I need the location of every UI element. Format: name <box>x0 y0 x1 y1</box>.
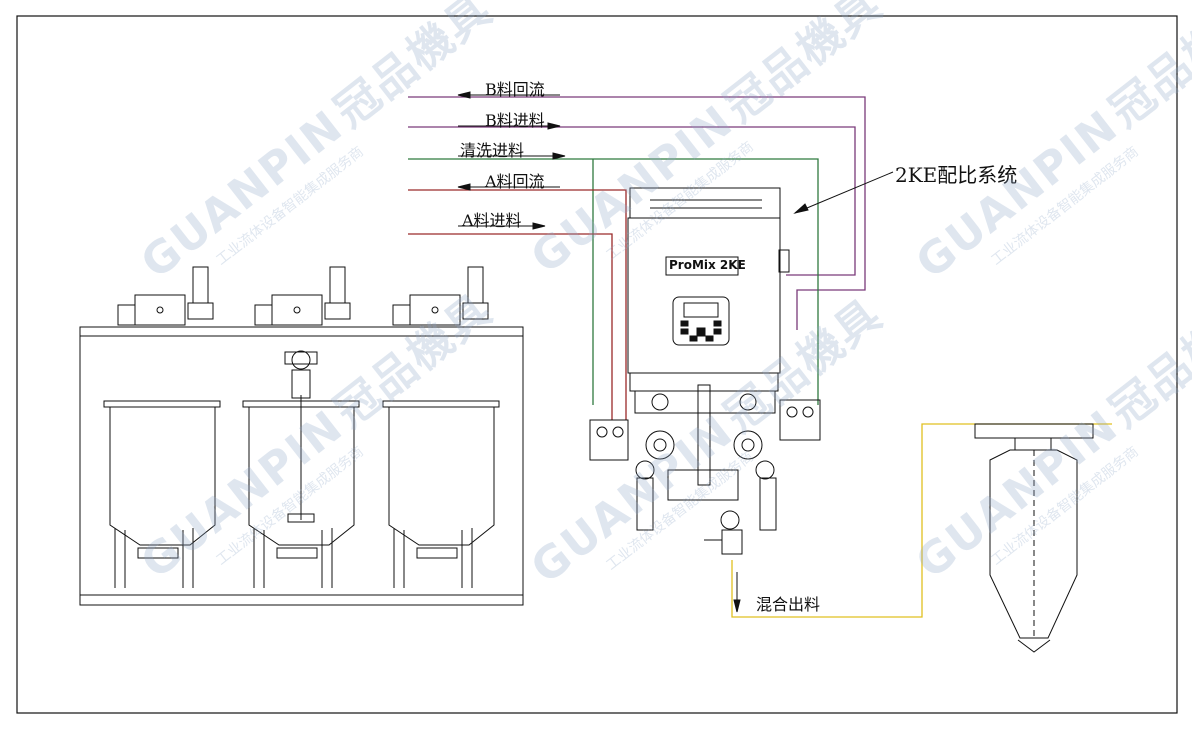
pressure-gauge-b <box>739 393 757 411</box>
dosing-block <box>667 469 739 501</box>
platform-frame <box>79 326 524 606</box>
pump-3 <box>392 266 489 326</box>
pipe-clean-feed <box>408 158 819 405</box>
pump-1 <box>117 266 214 326</box>
pipe-b-return <box>408 96 866 330</box>
flow-arrows <box>457 91 894 613</box>
tank-1 <box>103 400 221 588</box>
hopper-body <box>989 449 1078 639</box>
flow-meter-b <box>733 430 763 460</box>
top-frame <box>629 187 781 219</box>
valve-cluster-b <box>779 399 821 441</box>
supply-pumps <box>117 266 489 326</box>
receiving-hopper <box>974 423 1094 653</box>
agitator-blade <box>287 513 315 523</box>
label-clean-feed: 清洗进料 <box>460 141 525 160</box>
pipe-mix-out <box>731 423 1112 618</box>
pipe-b-feed <box>408 126 856 276</box>
label-mix-out: 混合出料 <box>756 595 821 614</box>
arrow-a-return <box>457 183 471 191</box>
side-connector <box>778 249 790 273</box>
arrow-a-feed <box>532 222 546 230</box>
device-model-label: ProMix 2KE <box>669 258 746 272</box>
drawing-frame <box>16 15 1178 714</box>
valve-cluster-a <box>589 419 629 461</box>
hopper-flange <box>974 423 1094 439</box>
label-a-feed: A料进料 <box>462 211 522 230</box>
pipe-a-return <box>408 189 627 420</box>
pipe-a-feed <box>408 233 613 420</box>
agitator-motor <box>291 369 311 399</box>
model-plate <box>665 256 739 276</box>
arrow-b-return <box>457 91 471 99</box>
label-b-return: B料回流 <box>485 80 545 99</box>
control-cabinet <box>627 217 781 374</box>
label-b-feed: B料进料 <box>485 111 545 130</box>
pressure-gauge-a <box>651 393 669 411</box>
arrow-clean-feed <box>552 152 566 160</box>
pump-2 <box>254 266 351 326</box>
outlet-valve <box>721 529 743 555</box>
arrow-mix-out <box>733 599 741 613</box>
label-system: 2KE配比系统 <box>895 163 1018 187</box>
manifold-bar <box>629 372 779 392</box>
arrow-b-feed <box>547 122 561 130</box>
tank-2-with-agitator <box>242 350 360 588</box>
tank-platform <box>79 326 524 606</box>
mixer-column <box>697 384 711 486</box>
arrow-system-pointer <box>793 203 809 214</box>
promix-unit <box>589 187 821 555</box>
keypad <box>680 320 722 342</box>
tanks <box>103 350 500 588</box>
flow-meter-a <box>645 430 675 460</box>
tank-3 <box>382 400 500 588</box>
outlet-gauge <box>720 510 740 530</box>
label-a-return: A料回流 <box>485 172 545 191</box>
pipe-lines <box>408 96 1112 618</box>
